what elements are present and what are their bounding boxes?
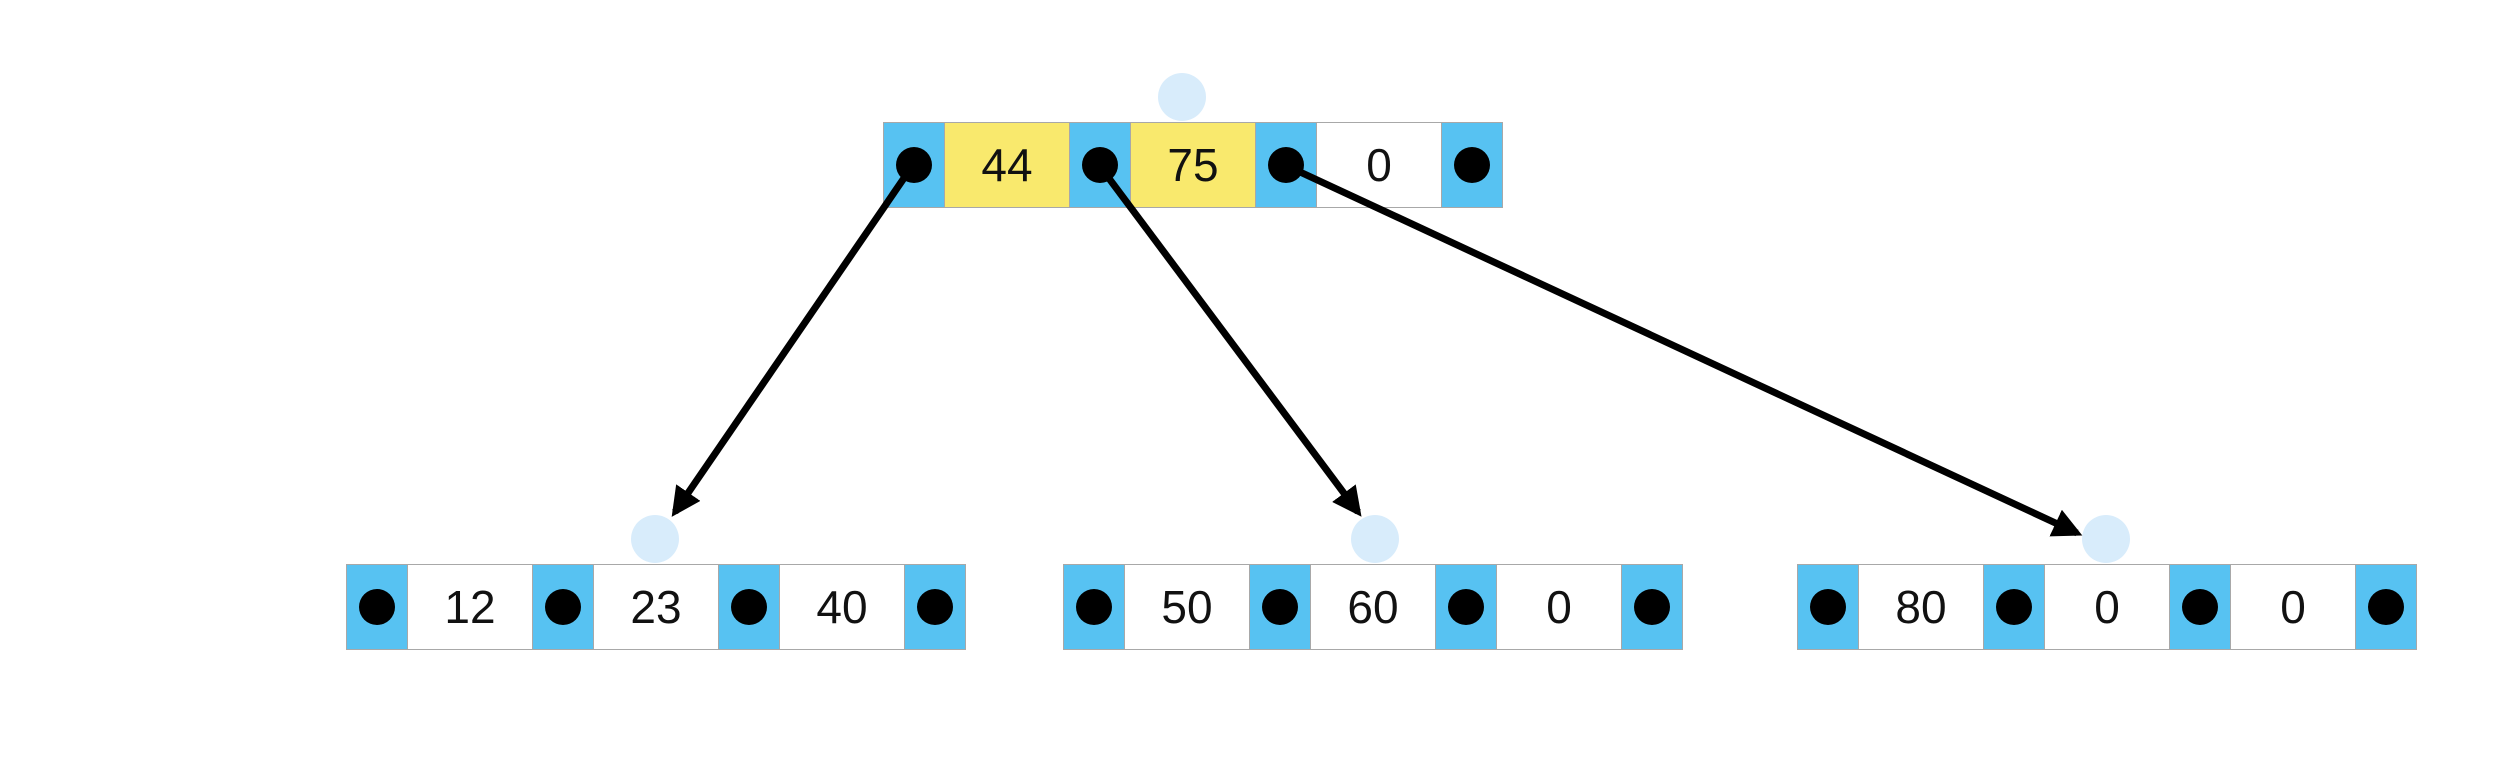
pointer-dot: [1996, 589, 2032, 625]
pointer-dot: [2182, 589, 2218, 625]
pointer-cell: [532, 564, 594, 650]
pointer-dot: [917, 589, 953, 625]
value-cell: 75: [1130, 122, 1256, 208]
pointer-dot: [359, 589, 395, 625]
pointer-cell: [2169, 564, 2231, 650]
value-cell: 44: [944, 122, 1070, 208]
pointer-dot: [1634, 589, 1670, 625]
pointer-cell: [1435, 564, 1497, 650]
value-cell: 0: [1316, 122, 1442, 208]
pointer-dot: [1082, 147, 1118, 183]
value-cell: 0: [2230, 564, 2356, 650]
pointer-cell: [718, 564, 780, 650]
value-cell: 80: [1858, 564, 1984, 650]
pointer-cell: [346, 564, 408, 650]
value-cell: 0: [2044, 564, 2170, 650]
insertion-indicator-circle-child-left[interactable]: [631, 515, 679, 563]
arrow-root-to-right-child: [1283, 161, 2083, 537]
value-cell: 50: [1124, 564, 1250, 650]
pointer-dot: [896, 147, 932, 183]
value-cell: 12: [407, 564, 533, 650]
pointer-cell: [1797, 564, 1859, 650]
arrow-root-to-left-child: [671, 163, 916, 517]
pointer-dot: [1454, 147, 1490, 183]
pointer-dot: [2368, 589, 2404, 625]
pointer-cell: [1441, 122, 1503, 208]
btree-node-child-right: 80 0 0: [1797, 564, 2417, 650]
insertion-indicator-circle-root[interactable]: [1158, 73, 1206, 121]
value-cell: 60: [1310, 564, 1436, 650]
pointer-dot: [1268, 147, 1304, 183]
value-cell: 40: [779, 564, 905, 650]
pointer-dot: [1448, 589, 1484, 625]
pointer-dot: [731, 589, 767, 625]
pointer-dot: [1262, 589, 1298, 625]
pointer-cell: [1255, 122, 1317, 208]
btree-node-child-left: 12 23 40: [346, 564, 966, 650]
btree-node-child-middle: 50 60 0: [1063, 564, 1683, 650]
arrow-root-to-middle-child: [1096, 162, 1362, 517]
insertion-indicator-circle-child-middle[interactable]: [1351, 515, 1399, 563]
value-cell: 23: [593, 564, 719, 650]
pointer-dot: [1076, 589, 1112, 625]
btree-node-root: 44 75 0: [883, 122, 1503, 208]
pointer-cell: [1069, 122, 1131, 208]
pointer-cell: [2355, 564, 2417, 650]
pointer-cell: [1983, 564, 2045, 650]
pointer-cell: [883, 122, 945, 208]
pointer-cell: [904, 564, 966, 650]
pointer-dot: [1810, 589, 1846, 625]
insertion-indicator-circle-child-right[interactable]: [2082, 515, 2130, 563]
pointer-cell: [1621, 564, 1683, 650]
value-cell: 0: [1496, 564, 1622, 650]
pointer-dot: [545, 589, 581, 625]
pointer-cell: [1063, 564, 1125, 650]
pointer-cell: [1249, 564, 1311, 650]
